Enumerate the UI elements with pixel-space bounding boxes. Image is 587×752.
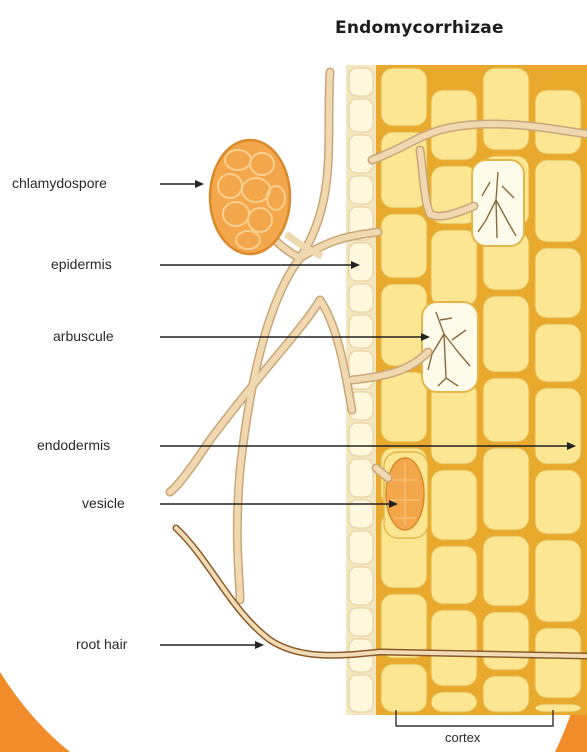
label-arbuscule: arbuscule	[53, 328, 114, 344]
cortex-cell	[483, 536, 529, 606]
cortex-cell	[535, 540, 581, 622]
cortex-cell	[483, 68, 529, 150]
cortex-cell	[431, 230, 477, 306]
chlamydospore-body	[210, 140, 322, 256]
epidermis-cell	[349, 176, 373, 204]
cortex-cell	[535, 704, 581, 712]
label-cortex: cortex	[445, 730, 480, 745]
cortex-cell	[535, 470, 581, 534]
epidermis-cell	[349, 675, 373, 712]
cortex-cell	[431, 610, 477, 686]
epidermis-cell	[349, 567, 373, 605]
cortex-cell	[535, 388, 581, 464]
epidermis-cell	[349, 99, 373, 132]
cortex-cell	[431, 546, 477, 604]
cortex-cell	[381, 372, 427, 442]
arrow-epidermis	[160, 261, 360, 269]
cortex-cell	[483, 448, 529, 530]
cortex-cell	[535, 324, 581, 382]
epidermis-cell	[349, 459, 373, 497]
cortex-cell	[535, 628, 581, 698]
epidermis-cell	[349, 284, 373, 312]
label-chlamydospore: chlamydospore	[12, 175, 107, 191]
cortex-cell	[535, 160, 581, 242]
cortex-cell	[483, 612, 529, 670]
cortex-cell	[381, 664, 427, 712]
cortex-cell	[431, 470, 477, 540]
cortex-cell	[381, 214, 427, 278]
diagram-title: Endomycorrhizae	[335, 18, 575, 38]
cortex-cell	[431, 382, 477, 464]
cortex-cell	[483, 378, 529, 442]
arrow-root-hair	[160, 641, 264, 649]
epidermis-cell	[349, 423, 373, 456]
epidermis-cell	[349, 68, 373, 96]
arbuscule-cell-upper	[472, 160, 524, 246]
epidermis-cell	[349, 531, 373, 564]
label-endodermis: endodermis	[37, 437, 110, 453]
cortex-cell	[431, 692, 477, 712]
epidermis-cell	[349, 135, 373, 173]
label-epidermis: epidermis	[51, 256, 112, 272]
epidermis-cell	[349, 315, 373, 348]
cortex-cell	[381, 68, 427, 126]
cortex-cell	[381, 594, 427, 658]
arbuscule-cell-lower	[422, 302, 478, 392]
cortex-cell	[535, 90, 581, 154]
cortex-cell	[483, 676, 529, 712]
epidermis-cell	[349, 608, 373, 636]
label-root-hair: root hair	[76, 636, 127, 652]
arrow-chlamydospore	[160, 180, 204, 188]
corner-decoration-left	[0, 672, 70, 752]
cortex-cell	[535, 248, 581, 318]
cortex-cell	[483, 296, 529, 372]
label-vesicle: vesicle	[82, 495, 125, 511]
vesicle-cell	[384, 452, 428, 538]
